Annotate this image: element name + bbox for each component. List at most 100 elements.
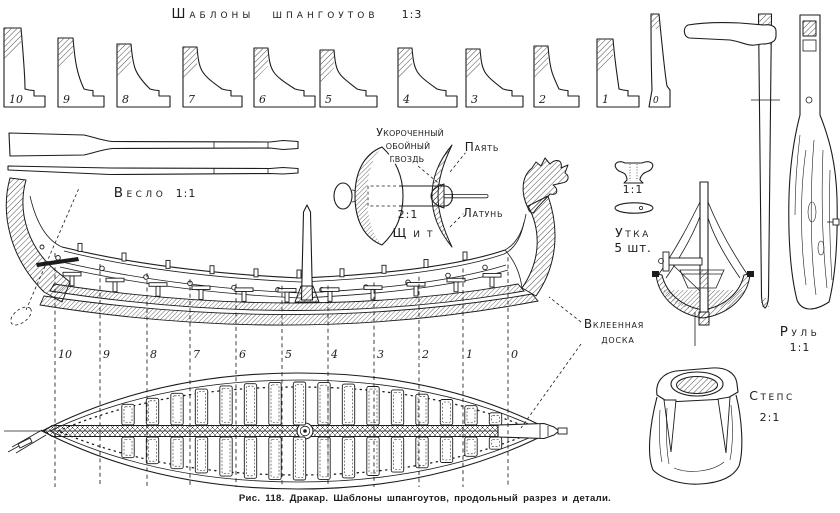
- shield-umbo-knob: [333, 182, 353, 210]
- mast-hole-rim: [670, 371, 724, 397]
- frame-template: 3: [465, 48, 524, 108]
- plan-frame-rib-inner: [295, 439, 304, 478]
- plan-frame-rib-inner: [344, 386, 353, 423]
- plan-frame-rib: [317, 382, 331, 426]
- station-number: 9: [103, 348, 110, 361]
- frame-template-number: 0: [653, 96, 659, 106]
- plan-frame-rib: [243, 436, 258, 479]
- thwart-post: [198, 288, 204, 300]
- rivet-hole: [482, 264, 488, 271]
- rivet-hole: [99, 265, 105, 272]
- thwart-post: [489, 276, 495, 288]
- frame-template: 1: [596, 38, 640, 108]
- plan-frame-rib: [390, 436, 405, 473]
- templates-scale: 1:3: [402, 8, 423, 21]
- frame-template-outline: [648, 13, 671, 108]
- templates-title: Шаблоны шпангоутов: [171, 7, 378, 22]
- rudder-heel-hatch: [761, 298, 769, 307]
- gunwale-cleat: [121, 252, 127, 262]
- frame-template: 0: [648, 13, 671, 108]
- rudder-front-view: [788, 14, 838, 310]
- bow-tip-fitting: [557, 427, 568, 435]
- stern-section-view: [652, 181, 754, 346]
- gunwale-cleat: [381, 264, 387, 274]
- oar-side-view: [7, 165, 299, 176]
- frame-template-hatch: [597, 39, 613, 71]
- shield-scale: 2:1: [398, 208, 419, 221]
- plan-frame-rib: [415, 393, 429, 426]
- plan-frame-rib: [268, 381, 282, 426]
- gunwale-cleat: [339, 268, 345, 278]
- plan-frame-rib-inner: [172, 439, 182, 467]
- plan-rivet-row: [56, 386, 538, 476]
- plan-frame-rib: [219, 436, 233, 477]
- frame-template-number: 10: [9, 93, 23, 106]
- frame-template-outline: [182, 46, 243, 108]
- glued-board-label-line2: доска: [601, 332, 634, 346]
- cleat-drawing: [614, 161, 654, 214]
- plan-frame-rib: [439, 436, 454, 463]
- plan-frame-rib-inner: [221, 388, 231, 423]
- plan-frame-rib: [219, 385, 233, 426]
- gunwale-cleat: [77, 242, 83, 252]
- plan-frame-rib: [488, 436, 503, 450]
- frame-template-number: 6: [259, 93, 266, 106]
- station-number: 8: [150, 348, 157, 361]
- glued-board-callout-line: [520, 343, 582, 429]
- frame-template-hatch: [117, 44, 131, 76]
- plan-frame-rib: [366, 436, 380, 476]
- station-number: 0: [511, 348, 518, 361]
- frame-template-number: 7: [188, 93, 195, 106]
- plan-frame-rib-inner: [197, 439, 206, 471]
- frame-template-outline: [253, 47, 316, 108]
- plan-frame-rib: [464, 405, 478, 426]
- keel-band: [39, 293, 539, 326]
- oar-top-view: [8, 132, 299, 157]
- thwart-bench: [234, 287, 254, 292]
- mast-step-shading: [659, 404, 733, 472]
- frame-template: 8: [116, 43, 171, 108]
- gunwale-cap: [652, 271, 659, 277]
- rudder-drawing: [683, 13, 840, 310]
- plan-frame-rib: [170, 392, 184, 426]
- plan-frame-rib-inner: [442, 401, 451, 423]
- frame-template-number: 3: [471, 93, 478, 106]
- frame-template-number: 8: [122, 93, 129, 106]
- stern-bracket-line: [11, 429, 43, 448]
- stern-tiller-bar: [36, 257, 79, 267]
- frame-template: 7: [182, 46, 243, 108]
- frame-template: 5: [319, 49, 378, 108]
- cleat-fastener-marks: [629, 164, 638, 181]
- plan-frame-rib: [464, 436, 478, 457]
- plan-frame-rib-inner: [368, 439, 378, 474]
- stern-plank-edge: [29, 195, 63, 248]
- figure-caption: Рис. 118. Дракар. Шаблоны шпангоутов, пр…: [239, 493, 611, 504]
- plan-frame-rib-inner: [344, 439, 353, 476]
- nail-callout-line1: Укороченный: [376, 126, 444, 139]
- rudder-blade-hidden-outline: [10, 306, 32, 326]
- gunwale-cleat: [253, 268, 259, 278]
- mast-partner-block: [679, 269, 725, 289]
- frame-template: 4: [397, 47, 458, 108]
- plan-frame-rib-inner: [466, 439, 476, 455]
- plan-frame-rib-inner: [491, 415, 500, 423]
- wood-grain: [794, 134, 833, 296]
- bow-plank-edge: [504, 213, 527, 251]
- station-number: 3: [377, 348, 384, 361]
- bracket-clamp: [662, 251, 670, 272]
- nail-hidden-outline: [367, 185, 396, 207]
- station-number: 5: [285, 348, 292, 361]
- frame-template: 6: [253, 47, 316, 108]
- cleat-top-view: [614, 202, 654, 214]
- plan-frame-rib-inner: [246, 385, 255, 423]
- side-view-details: [55, 242, 502, 303]
- plan-frame-rib-inner: [466, 407, 476, 423]
- rudder-side-view: [757, 13, 773, 309]
- frame-template-hatch: [254, 48, 268, 80]
- shield-dome-shading: [355, 147, 382, 245]
- cleat-label: Утка: [615, 225, 651, 240]
- rudder-post: [699, 181, 709, 313]
- station-number: 4: [330, 348, 338, 361]
